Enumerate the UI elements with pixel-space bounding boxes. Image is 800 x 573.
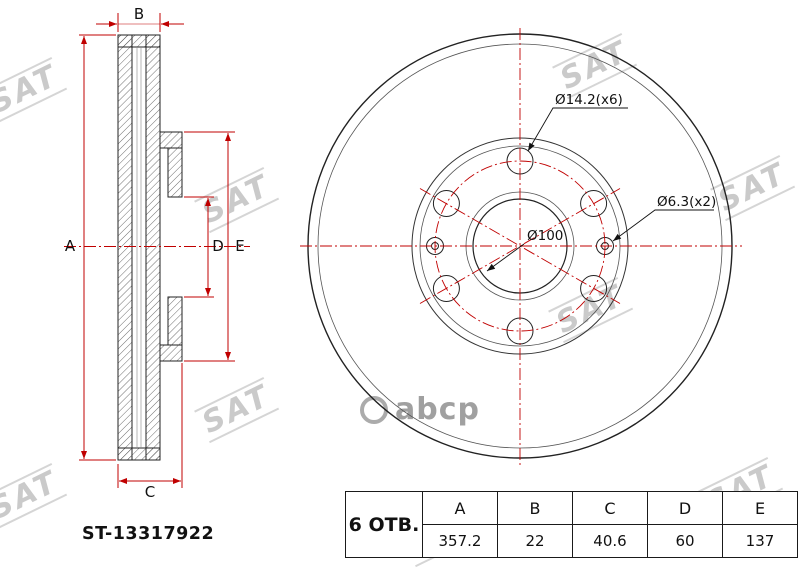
- dimension-labels: B A C D E: [65, 5, 245, 501]
- spec-table: 6 ОТВ. A B C D E 357.2 22 40.6 60 137: [345, 491, 798, 558]
- vent-channel-lines: [136, 47, 142, 448]
- cross-section-view: [117, 34, 183, 461]
- dim-label-a: A: [65, 237, 76, 255]
- spec-table-value-cell: 22: [497, 524, 573, 558]
- spec-table-value-cell: 40.6: [572, 524, 648, 558]
- centerlines: [300, 28, 742, 466]
- abcp-watermark-text: abcp: [395, 392, 480, 427]
- annotation-bolt-circle: Ø100: [527, 228, 563, 244]
- annotation-labels: Ø14.2(x6) Ø6.3(x2) Ø100: [527, 92, 716, 244]
- spec-table-header-cell: B: [497, 491, 573, 525]
- dimension-lines: [64, 13, 250, 488]
- dim-label-e: E: [235, 237, 244, 255]
- spec-table-header-cell: A: [422, 491, 498, 525]
- annotation-set-screws: Ø6.3(x2): [657, 194, 716, 210]
- dim-label-c: C: [145, 483, 155, 501]
- spec-table-header-cell: C: [572, 491, 648, 525]
- annotation-bolt-holes: Ø14.2(x6): [555, 92, 623, 108]
- spec-table-value-cell: 60: [647, 524, 723, 558]
- part-number: ST-13317922: [82, 524, 215, 544]
- holes-count-cell: 6 ОТВ.: [345, 491, 423, 558]
- dim-label-d: D: [212, 237, 224, 255]
- spec-table-header-cell: D: [647, 491, 723, 525]
- spec-table-value-cell: 357.2: [422, 524, 498, 558]
- dim-label-b: B: [134, 5, 144, 23]
- annotation-leaders: [486, 107, 714, 272]
- spec-table-value-cell: 137: [722, 524, 798, 558]
- abcp-watermark: abcp: [360, 392, 480, 427]
- spec-table-header-cell: E: [722, 491, 798, 525]
